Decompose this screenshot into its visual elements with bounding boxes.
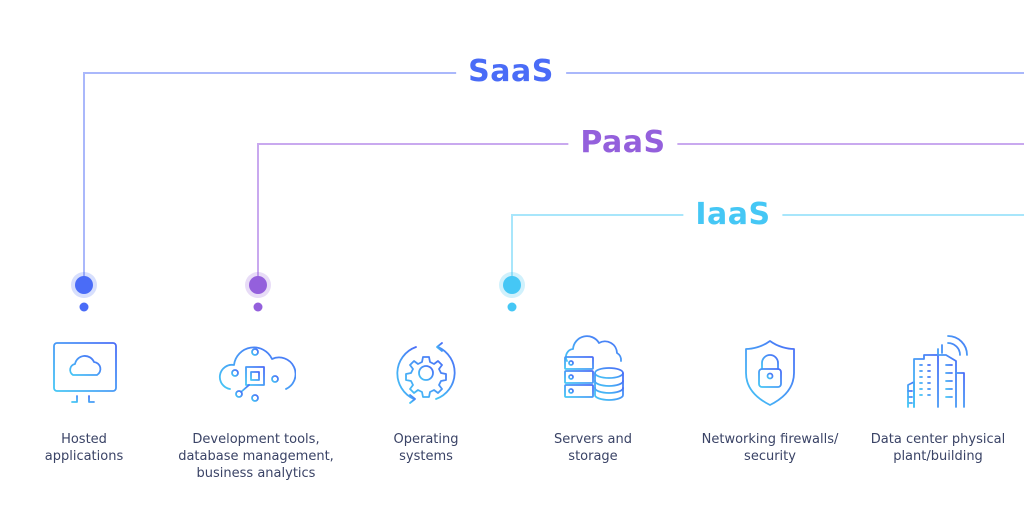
iaas-node-dot [503,276,521,294]
caption-line: applications [44,449,124,464]
item-development-tools: Development tools, database management, … [166,333,346,482]
caption-line: systems [399,449,453,464]
paas-label: PaaS [568,125,678,161]
iaas-vertical-line [511,214,513,284]
caption-line: business analytics [196,466,316,481]
shield-lock-icon [745,340,795,406]
caption-line: plant/building [893,449,983,464]
item-networking-security: Networking firewalls/ security [680,333,860,465]
item-hosted-applications: Hosted applications [0,333,174,465]
saas-node-small-dot [79,302,89,312]
saas-vertical-line [83,72,85,284]
item-caption: Hosted applications [0,431,174,465]
caption-line: storage [568,449,618,464]
cloud-chip-icon [218,346,296,402]
item-caption: Development tools, database management, … [166,431,346,482]
item-caption: Networking firewalls/ security [680,431,860,465]
gear-cycle-icon [396,342,456,404]
item-data-center: Data center physical plant/building [848,333,1024,465]
server-database-icon [564,335,624,401]
building-signal-icon [903,335,973,408]
paas-node-small-dot [253,302,263,312]
caption-line: Operating [393,432,459,447]
paas-vertical-line [257,143,259,284]
saas-node-dot [75,276,93,294]
item-caption: Data center physical plant/building [848,431,1024,465]
caption-line: security [744,449,796,464]
iaas-node-small-dot [507,302,517,312]
item-servers-storage: Servers and storage [503,333,683,465]
caption-line: Data center physical [870,432,1006,447]
item-caption: Servers and storage [503,431,683,465]
saas-label: SaaS [456,54,566,90]
monitor-cloud-icon [53,342,117,403]
caption-line: Development tools, [192,432,320,447]
iaas-label: IaaS [683,197,783,233]
item-caption: Operating systems [336,431,516,465]
caption-line: database management, [178,449,334,464]
item-operating-systems: Operating systems [336,333,516,465]
caption-line: Hosted [61,432,107,447]
paas-node-dot [249,276,267,294]
caption-line: Networking firewalls/ [701,432,839,447]
caption-line: Servers and [554,432,632,447]
